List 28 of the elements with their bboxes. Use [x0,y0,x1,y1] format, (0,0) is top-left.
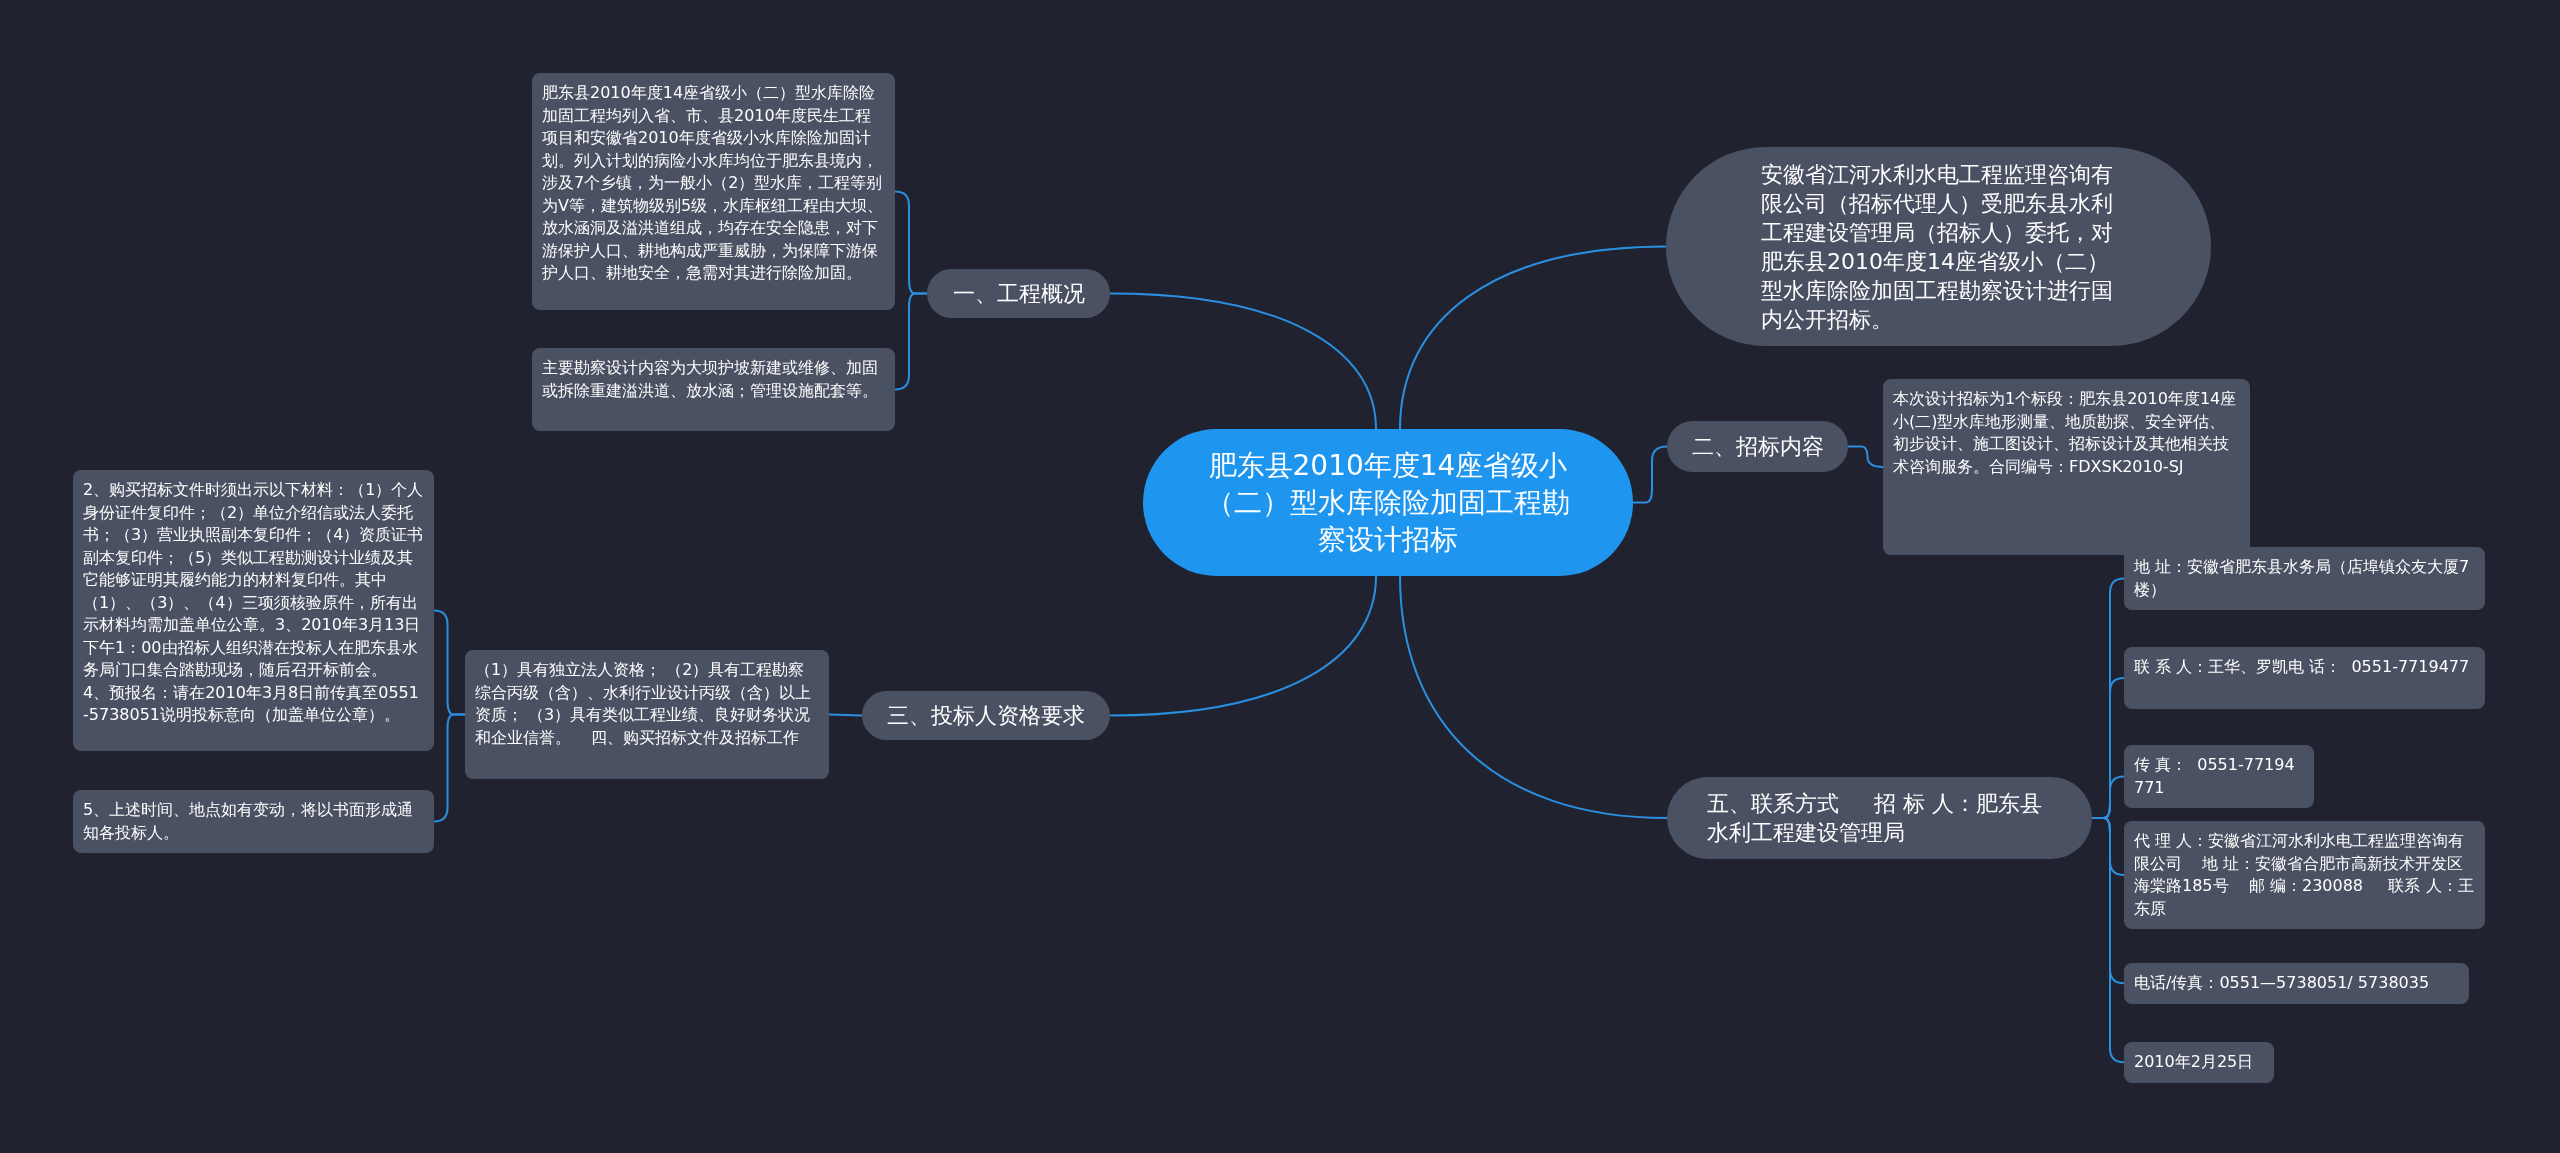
branch-pill: 一、工程概况 [927,269,1110,318]
connector-line [1632,445,1668,504]
topic-bubble: 安徽省江河水利水电工程监理咨询有限公司（招标代理人）受肥东县水利工程建设管理局（招标人）委托，对肥东县2010年度14座省级小（二）型水库除险加固工程勘察设计进行国内公开招标。 [1666,147,2211,346]
connector-line [1399,575,1668,819]
central-topic-bubble: 肥东县2010年度14座省级小（二）型水库除险加固工程勘察设计招标 [1143,429,1633,576]
note-card: 2010年2月25日 [2124,1042,2274,1083]
branch-pill: 二、招标内容 [1667,421,1848,472]
connector-line [433,713,466,823]
connector-line [1109,575,1377,717]
note-card: 5、上述时间、地点如有变动，将以书面形成通知各投标人。 [73,790,434,853]
note-card: 肥东县2010年度14座省级小（二）型水库除险加固工程均列入省、市、县2010年度民生工程项目和安徽省2010年度省级小水库除险加固计划。列入计划的病险小水库均位于肥东县境内，涉及7个乡镇，为一般小（2）型水库，工程等别为V等，建筑物级别5级，水库枢纽工程由大坝、放水涵洞及溢洪道组成，均存在安全隐患，对下游保护人口、耕地构成严重威胁，为保障下游保护人口、耕地安全，急需对其进行除险加固。 [532,73,895,310]
note-card: 传 真： 0551-77194771 [2124,745,2314,808]
note-card: 2、购买招标文件时须出示以下材料：（1）个人身份证件复印件；（2）单位介绍信或法人委托书；（3）营业执照副本复印件；（4）资质证书副本复印件；（5）类似工程勘测设计业绩及其它能够证明其履约能力的材料复印件。其中（1）、（3）、（4）三项须核验原件，所有出示材料均需加盖单位公章。3、2010年3月13日下午1：00由招标人组织潜在投标人在肥东县水务局门口集合踏勘现场，随后召开标前会。 4、预报名：请在2010年3月8日前传真至0551-5738051说明投标意向（加盖单位公章）。 [73,470,434,751]
connector-line [1109,292,1377,430]
note-card: 地 址：安徽省肥东县水务局（店埠镇众友大厦7楼） [2124,547,2485,610]
note-card: 联 系 人：王华、罗凯电 话： 0551-7719477 [2124,647,2485,709]
connector-line [894,292,928,391]
branch-pill: 五、联系方式 招 标 人：肥东县水利工程建设管理局 [1667,777,2092,859]
note-card: 电话/传真：0551—5738051/ 5738035 [2124,963,2469,1004]
note-card: 主要勘察设计内容为大坝护坡新建或维修、加固或拆除重建溢洪道、放水涵；管理设施配套等。 [532,348,895,431]
note-card: （1）具有独立法人资格； （2）具有工程勘察综合丙级（含）、水利行业设计丙级（含）以上资质； （3）具有类似工程业绩、良好财务状况和企业信誉。 四、购买招标文件及招标工作 [465,650,829,779]
note-card: 代 理 人：安徽省江河水利水电工程监理咨询有限公司 地 址：安徽省合肥市高新技术开发区海棠路185号 邮 编：230088 联系 人：王东原 [2124,821,2485,929]
connector-line [1399,245,1667,430]
connector-line [828,713,863,717]
branch-pill: 三、投标人资格要求 [862,691,1110,740]
connector-line [2091,817,2125,1064]
connector-line [1847,445,1884,468]
note-card: 本次设计招标为1个标段：肥东县2010年度14座小(二)型水库地形测量、地质勘探、安全评估、初步设计、施工图设计、招标设计及其他相关技术咨询服务。合同编号：FDXSK2010-SJ [1883,379,2250,555]
